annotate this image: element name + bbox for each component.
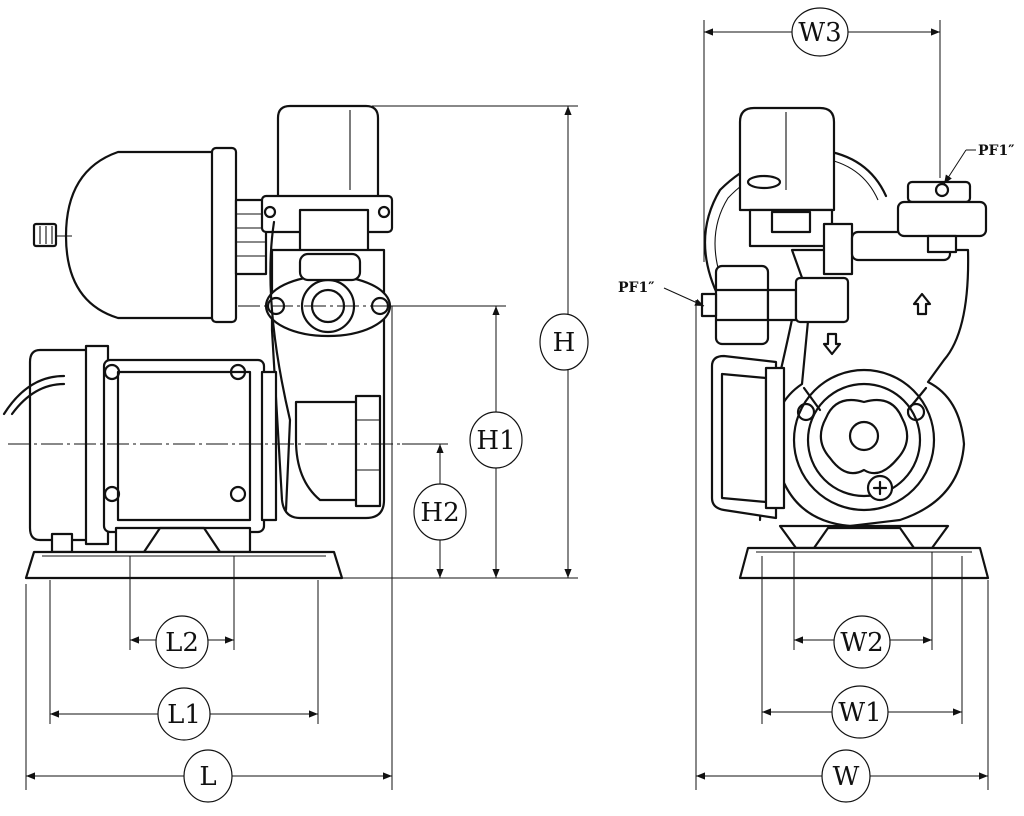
svg-text:H1: H1 (476, 426, 515, 456)
front-pressure-switch (738, 106, 836, 248)
front-pump-body (758, 222, 970, 528)
svg-text:W3: W3 (798, 18, 841, 48)
svg-text:L1: L1 (167, 700, 201, 730)
pressure-tank (32, 146, 268, 324)
dim-label-h1: H1 (469, 411, 523, 469)
svg-text:L2: L2 (165, 628, 199, 658)
pump-casing (264, 220, 392, 520)
dim-label-l1: L1 (157, 687, 211, 741)
outlet-flange (896, 180, 988, 254)
dim-label-w2: W2 (833, 615, 891, 669)
dim-label-h2: H2 (413, 483, 467, 541)
svg-text:H2: H2 (420, 498, 459, 528)
svg-text:W: W (833, 762, 860, 792)
svg-text:PF1″: PF1″ (618, 280, 654, 296)
front-base (738, 524, 990, 580)
dim-label-w1: W1 (831, 685, 889, 739)
outlet-port-callout: PF1″ (943, 143, 1014, 185)
dim-label-w3: W3 (791, 7, 849, 57)
base-plate (24, 526, 344, 580)
dim-label-w: W (821, 749, 871, 803)
dim-label-l: L (183, 749, 233, 803)
motor (2, 344, 278, 554)
svg-text:PF1″: PF1″ (978, 143, 1014, 159)
svg-text:W2: W2 (840, 628, 883, 658)
front-view: W3 W W1 W2 PF1″ PF1″ (618, 7, 1014, 803)
dim-label-l2: L2 (155, 615, 209, 669)
pressure-switch (260, 104, 394, 262)
front-motor (710, 354, 786, 520)
svg-text:L: L (199, 762, 216, 792)
inlet-port-callout: PF1″ (618, 280, 705, 307)
svg-text:W1: W1 (838, 698, 881, 728)
svg-text:H: H (553, 328, 576, 358)
down-arrow-icon (822, 332, 842, 356)
side-view: L L1 L2 H H1 H2 (2, 104, 589, 803)
dim-label-h: H (539, 313, 589, 371)
up-arrow-icon (912, 292, 932, 316)
